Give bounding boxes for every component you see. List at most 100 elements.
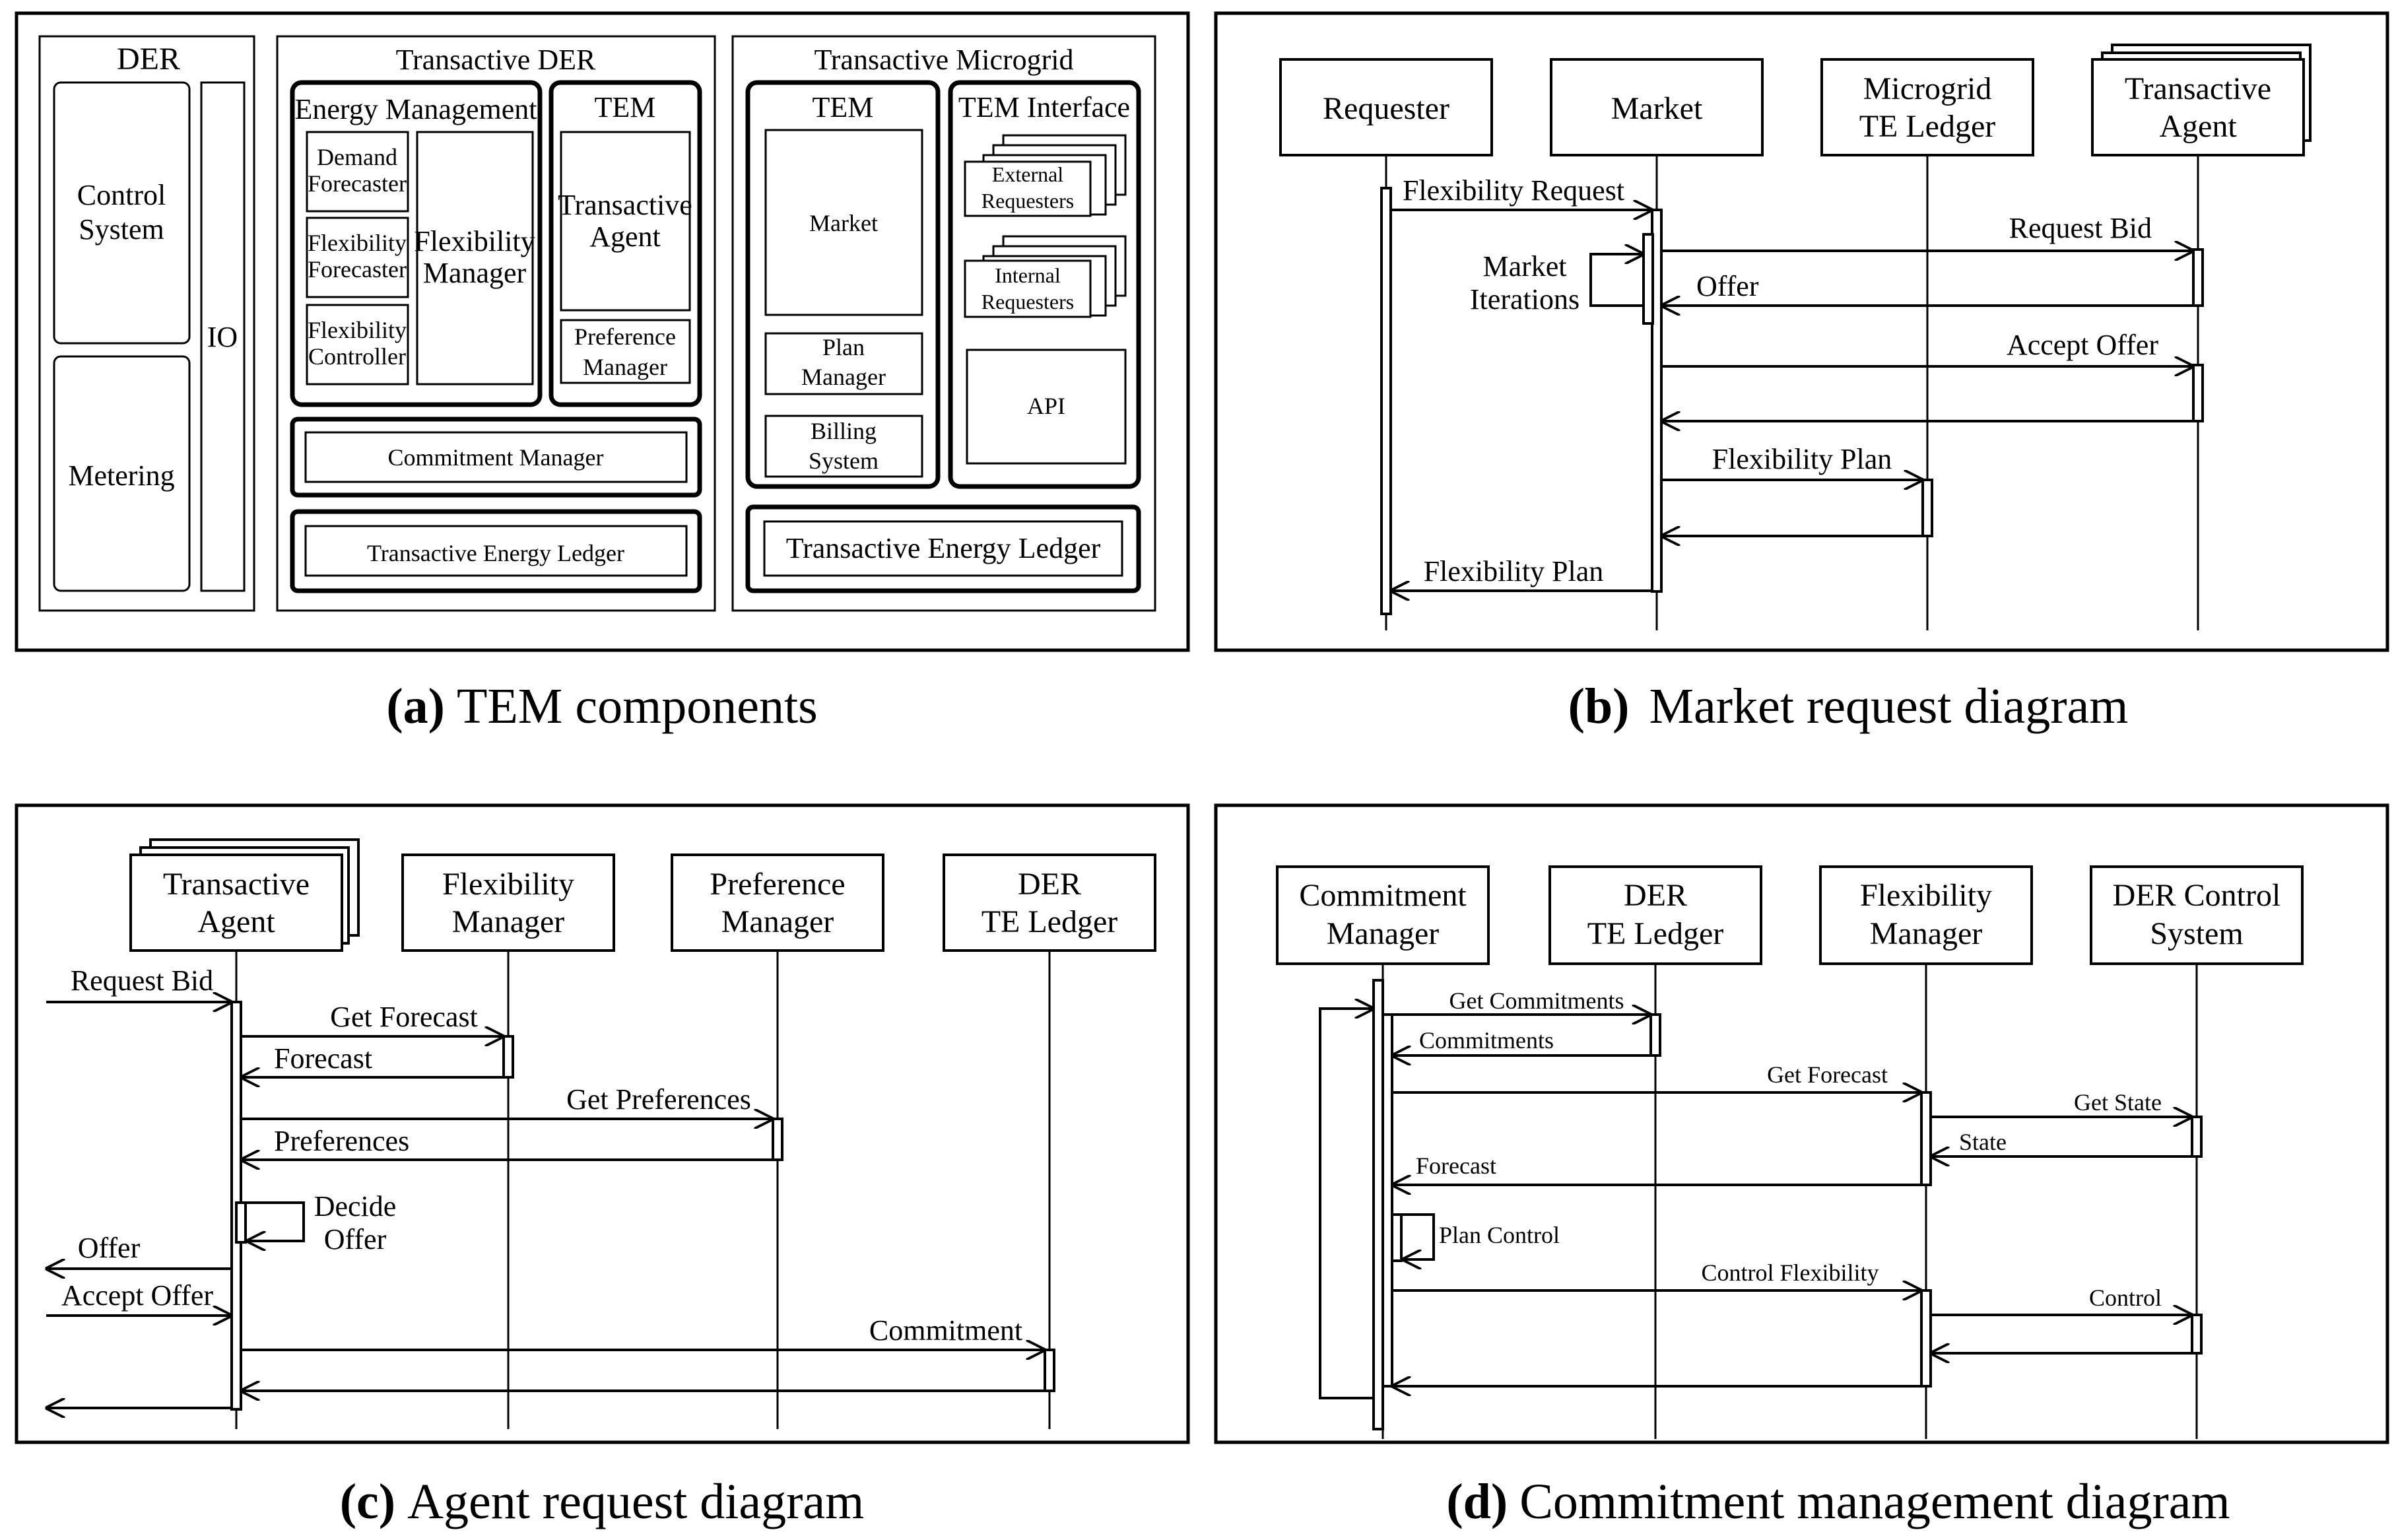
request-bid-label: Request Bid (2009, 212, 2152, 244)
market-iterations-label-1: Market (1482, 250, 1566, 283)
agent-label-2: Agent (197, 904, 275, 939)
participant-transactive-agent: Transactive Agent (129, 838, 360, 952)
plan-manager-label-1: Plan (822, 334, 865, 360)
der-tem-box (549, 80, 702, 407)
control-system-label-1: Control (77, 179, 166, 211)
market-iterations-label-2: Iterations (1470, 283, 1580, 316)
agent-activation-2 (2192, 364, 2204, 422)
flexibility-manager-label-1: Flexibility (1860, 878, 1992, 913)
control-flexibility-label: Control Flexibility (1701, 1259, 1879, 1286)
microgrid-tem-box (745, 80, 941, 489)
der-title: DER (117, 42, 180, 77)
flexibility-controller-box (306, 304, 409, 385)
ledger-label-1: Microgrid (1863, 71, 1992, 106)
requester-activation (1380, 187, 1392, 615)
der-ledger-activation (1044, 1349, 1055, 1392)
billing-system-box (764, 415, 923, 478)
caption-c-letter: (c) (340, 1474, 395, 1529)
control-system-label-1: DER Control (2113, 878, 2281, 913)
participant-flexibility-manager: Flexibility Manager (401, 854, 615, 952)
requester-label: Requester (1323, 91, 1449, 126)
flexibility-forecaster-label-2: Forecaster (308, 256, 407, 283)
demand-forecaster-box (306, 131, 409, 213)
flexibility-manager-activation (502, 1035, 514, 1079)
forecast-label: Forecast (274, 1042, 372, 1075)
external-requesters-stack: External Requesters (964, 134, 1127, 217)
flexibility-manager-box (416, 131, 534, 385)
external-requesters-label-1: External (992, 162, 1064, 186)
control-label: Control (2089, 1285, 2162, 1311)
flexibility-plan-return-label: Flexibility Plan (1424, 555, 1604, 587)
participant-der-control-system: DER Control System (2090, 865, 2304, 965)
preference-manager-label-2: Manager (721, 904, 834, 939)
tem-interface-label: TEM Interface (958, 91, 1130, 123)
flexibility-manager-label-2: Manager (1870, 916, 1983, 951)
control-system-label-2: System (2150, 916, 2243, 951)
commitment-manager-box (304, 431, 688, 483)
preference-manager-label-1: Preference (710, 867, 845, 902)
transactive-agent-label-2: Agent (589, 220, 661, 253)
caption-a-text: TEM components (457, 679, 818, 734)
agent-label-2: Agent (2159, 109, 2237, 144)
flexibility-request-label: Flexibility Request (1403, 174, 1624, 207)
commitment-manager-label-2: Manager (1327, 916, 1440, 951)
caption-d-letter: (d) (1446, 1474, 1508, 1529)
flexibility-manager-label-1: Flexibility (414, 225, 535, 257)
state-label: State (1959, 1129, 2007, 1155)
decide-offer-label-1: Decide (314, 1190, 397, 1222)
get-preferences-label: Get Preferences (566, 1083, 751, 1116)
caption-a-letter: (a) (386, 679, 445, 734)
panel-b-market-request: Requester Market Microgrid TE Ledger Tra… (1214, 11, 2389, 734)
transactive-microgrid-column: Transactive Microgrid TEM Market Plan Ma… (731, 35, 1156, 612)
metering-box (53, 355, 191, 592)
transactive-agent-label-1: Transactive (558, 189, 692, 221)
microgrid-ledger-outer (745, 504, 1141, 593)
caption-d-text: Commitment management diagram (1519, 1474, 2230, 1529)
flexibility-controller-label-2: Controller (308, 343, 406, 370)
control-system-activation-1 (2191, 1116, 2203, 1158)
market-iteration-activation (1642, 233, 1654, 325)
agent-activation-1 (2192, 248, 2204, 307)
commitment-manager-outer (290, 417, 702, 498)
der-ledger-label-2: TE Ledger (1587, 916, 1724, 951)
participant-transactive-agent: Transactive Agent (2091, 44, 2312, 156)
participant-preference-manager: Preference Manager (671, 854, 884, 952)
microgrid-ledger-box (763, 520, 1123, 577)
offer-label: Offer (78, 1232, 141, 1264)
participant-microgrid-ledger: Microgrid TE Ledger (1820, 58, 2034, 156)
get-forecast-label: Get Forecast (330, 1001, 478, 1033)
internal-requesters-label-2: Requesters (982, 290, 1074, 314)
accept-offer-label: Accept Offer (2007, 329, 2158, 361)
preferences-label: Preferences (274, 1125, 409, 1157)
agent-label-1: Transactive (163, 867, 310, 902)
agent-label-1: Transactive (2125, 71, 2271, 106)
der-ledger-label-1: DER (1018, 867, 1081, 902)
request-bid-label: Request Bid (71, 964, 213, 997)
der-ledger-box (304, 525, 688, 577)
transactive-microgrid-title: Transactive Microgrid (814, 44, 1073, 76)
flexibility-plan-ledger-label: Flexibility Plan (1712, 443, 1892, 475)
flexibility-controller-label-1: Flexibility (308, 317, 407, 343)
ledger-activation (1921, 479, 1933, 537)
energy-management-box (290, 80, 543, 407)
offer-label: Offer (1696, 270, 1759, 302)
der-ledger-outer (290, 509, 702, 593)
ledger-label-2: TE Ledger (1859, 109, 1996, 144)
plan-control-activation (1391, 1213, 1403, 1262)
participant-der-ledger: DER TE Ledger (943, 854, 1156, 952)
internal-requesters-label-1: Internal (995, 263, 1061, 287)
participant-flexibility-manager: Flexibility Manager (1819, 865, 2033, 965)
flexibility-manager-label-2: Manager (423, 257, 527, 289)
panel-d-commitment-management: Commitment Manager DER TE Ledger Flexibi… (1214, 803, 2389, 1529)
flexibility-manager-label-2: Manager (452, 904, 565, 939)
external-requesters-label-2: Requesters (982, 189, 1074, 213)
control-system-activation-2 (2191, 1314, 2203, 1355)
market-label: Market (1611, 91, 1703, 126)
accept-offer-label: Accept Offer (61, 1279, 213, 1312)
participant-market: Market (1550, 58, 1764, 156)
plan-control-label: Plan Control (1439, 1222, 1560, 1248)
plan-manager-label-2: Manager (801, 364, 886, 390)
plan-control-loop (1401, 1213, 1435, 1259)
transactive-der-title: Transactive DER (396, 44, 596, 76)
